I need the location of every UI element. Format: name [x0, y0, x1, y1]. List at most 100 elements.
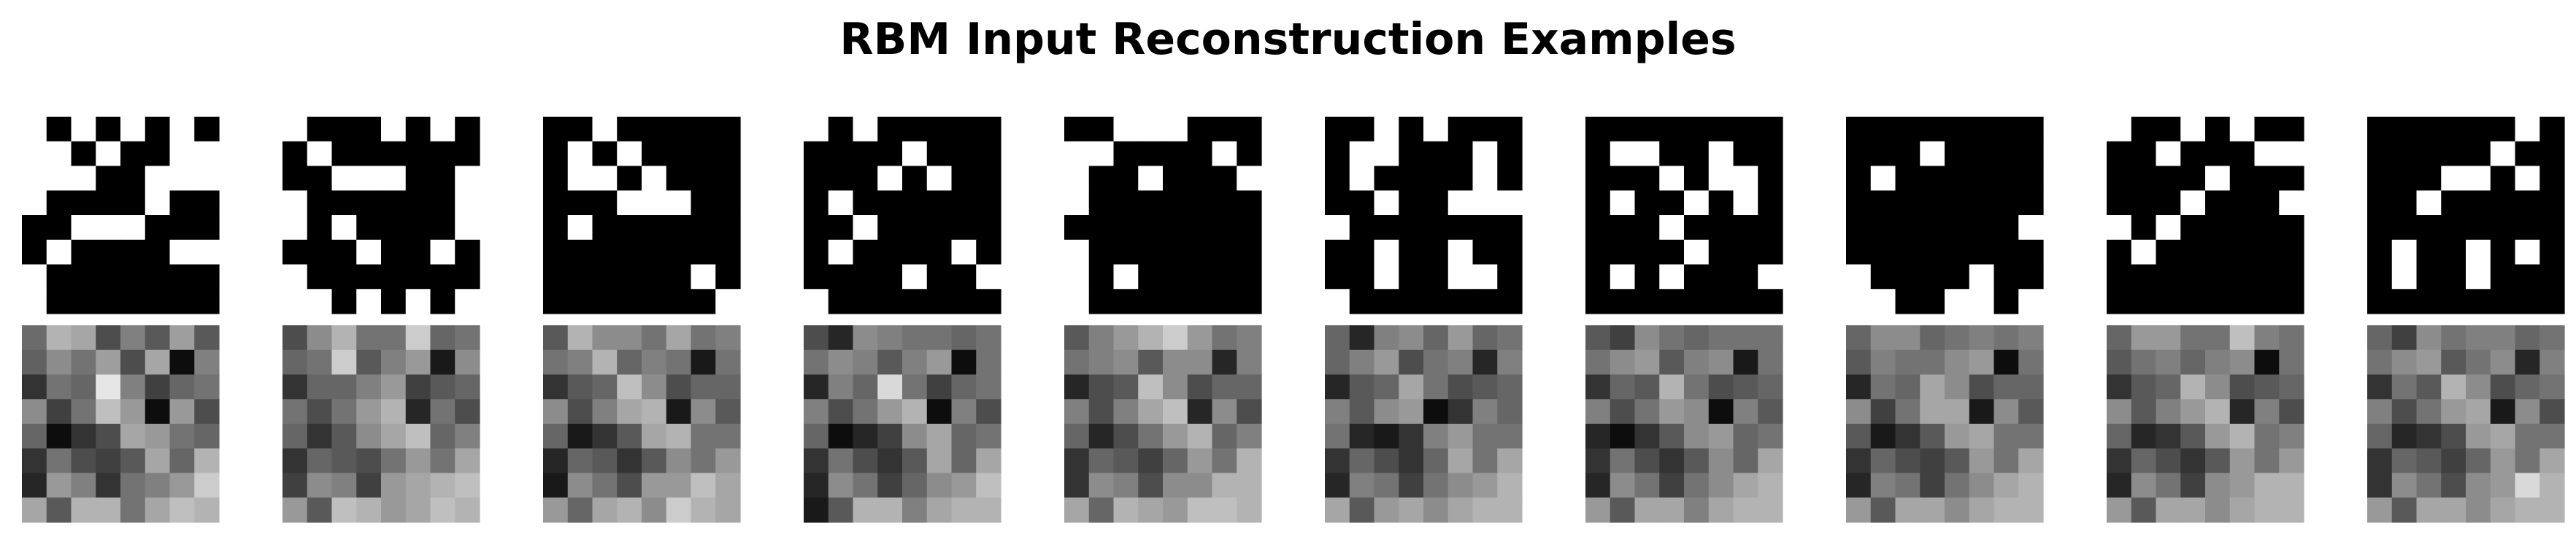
input-pixel — [194, 117, 220, 142]
reconstruction-pixel — [1472, 325, 1498, 351]
input-pixel — [71, 117, 96, 142]
input-pixel — [1659, 264, 1685, 290]
reconstruction-pixel — [1187, 349, 1213, 376]
reconstruction-pixel — [46, 448, 72, 474]
input-pixel — [1846, 215, 1872, 241]
input-pixel — [1349, 166, 1375, 191]
input-image-10 — [2367, 117, 2565, 314]
reconstruction-pixel — [1064, 497, 1090, 523]
reconstruction-pixel — [1447, 424, 1474, 449]
reconstruction-pixel — [1846, 424, 1872, 449]
reconstruction-pixel — [120, 497, 146, 523]
input-image-9 — [2107, 117, 2304, 314]
input-pixel — [1325, 289, 1350, 314]
input-pixel — [1497, 117, 1523, 142]
reconstruction-pixel — [2441, 374, 2467, 400]
input-pixel — [71, 215, 96, 241]
reconstruction-pixel — [2131, 448, 2157, 474]
reconstruction-pixel — [543, 497, 569, 523]
reconstruction-pixel — [1237, 424, 1262, 449]
input-pixel — [1163, 166, 1188, 191]
input-pixel — [1374, 117, 1399, 142]
input-pixel — [1349, 239, 1375, 265]
input-pixel — [2018, 264, 2044, 290]
reconstruction-pixel — [96, 349, 121, 376]
reconstruction-pixel — [1634, 349, 1660, 376]
input-pixel — [169, 239, 195, 265]
reconstruction-pixel — [405, 473, 431, 498]
reconstruction-pixel — [2180, 497, 2206, 523]
input-pixel — [169, 141, 195, 167]
input-pixel — [2279, 289, 2304, 314]
reconstruction-pixel — [22, 399, 47, 424]
reconstruction-pixel — [926, 424, 953, 449]
reconstruction-pixel — [926, 349, 953, 376]
reconstruction-pixel — [2540, 374, 2565, 400]
reconstruction-pixel — [2515, 497, 2540, 523]
reconstruction-pixel — [2367, 497, 2393, 523]
reconstruction-pixel — [1497, 349, 1523, 376]
input-pixel — [642, 239, 667, 265]
reconstruction-pixel — [1399, 473, 1424, 498]
reconstruction-pixel — [1138, 325, 1164, 351]
reconstruction-pixel — [1634, 448, 1660, 474]
reconstruction-pixel — [1088, 349, 1115, 376]
reconstruction-pixel — [430, 374, 455, 400]
reconstruction-pixel — [1708, 374, 1734, 400]
input-pixel — [1708, 264, 1734, 290]
input-pixel — [2466, 289, 2491, 314]
reconstruction-pixel — [2540, 349, 2565, 376]
reconstruction-pixel — [1945, 473, 1970, 498]
input-pixel — [2441, 215, 2467, 241]
input-pixel — [145, 190, 171, 216]
reconstruction-pixel — [1758, 424, 1783, 449]
input-pixel — [1064, 190, 1090, 216]
reconstruction-pixel — [2229, 424, 2256, 449]
reconstruction-pixel — [1187, 374, 1213, 400]
reconstruction-pixel — [1349, 374, 1375, 400]
reconstruction-pixel — [2131, 349, 2157, 376]
input-pixel — [46, 166, 72, 191]
reconstruction-pixel — [1472, 349, 1498, 376]
reconstruction-pixel — [1064, 325, 1090, 351]
reconstruction-pixel — [1138, 448, 1164, 474]
reconstruction-pixel — [666, 325, 692, 351]
reconstruction-pixel — [1993, 325, 2019, 351]
input-pixel — [1846, 141, 1872, 167]
reconstruction-pixel — [169, 497, 195, 523]
reconstruction-pixel — [1585, 473, 1611, 498]
reconstruction-pixel — [2540, 424, 2565, 449]
input-pixel — [902, 141, 928, 167]
input-pixel — [1423, 166, 1449, 191]
reconstruction-pixel — [1708, 424, 1734, 449]
input-pixel — [2131, 239, 2157, 265]
reconstruction-pixel — [666, 349, 692, 376]
input-pixel — [2367, 190, 2393, 216]
input-pixel — [1325, 215, 1350, 241]
reconstruction-pixel — [2018, 349, 2044, 376]
input-pixel — [1212, 264, 1237, 290]
reconstruction-pixel — [1064, 399, 1090, 424]
input-pixel — [617, 166, 642, 191]
reconstruction-pixel — [2131, 374, 2157, 400]
input-pixel — [804, 117, 829, 142]
reconstruction-pixel — [877, 497, 903, 523]
reconstruction-pixel — [2229, 399, 2256, 424]
input-pixel — [71, 141, 96, 167]
reconstruction-pixel — [1212, 399, 1237, 424]
input-pixel — [1113, 190, 1139, 216]
reconstruction-pixel — [381, 349, 407, 376]
input-pixel — [1733, 264, 1758, 290]
reconstruction-pixel — [455, 473, 480, 498]
input-pixel — [455, 289, 480, 314]
input-pixel — [22, 141, 47, 167]
input-pixel — [543, 117, 569, 142]
input-pixel — [1585, 166, 1611, 191]
reconstruction-pixel — [2205, 399, 2231, 424]
input-pixel — [715, 141, 741, 167]
input-pixel — [666, 239, 692, 265]
input-pixel — [642, 141, 667, 167]
input-pixel — [1945, 141, 1970, 167]
reconstruction-pixel — [691, 473, 716, 498]
reconstruction-pixel — [1895, 448, 1921, 474]
